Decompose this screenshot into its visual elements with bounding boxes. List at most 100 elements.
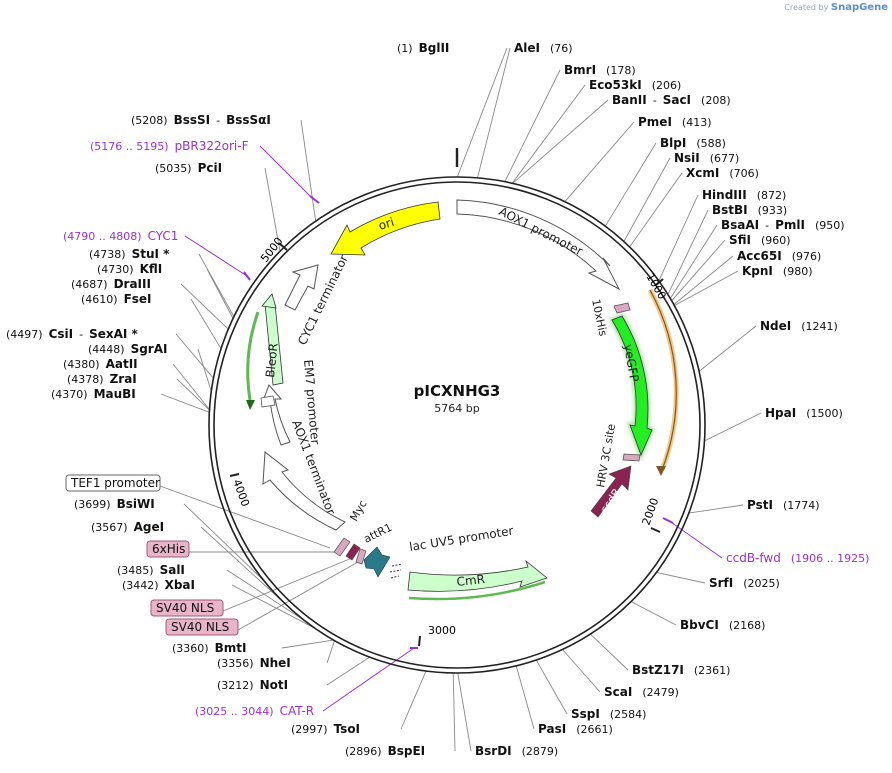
site-label-tsoi: (2997)TsoI (291, 722, 360, 736)
site-leader-bsaai (669, 224, 718, 299)
site-alei: AleI(76) (514, 41, 573, 55)
site-leader-kfli (206, 268, 234, 319)
site-leader-alei (477, 47, 511, 179)
site-name: BglII (419, 41, 450, 55)
site-position: (4380) (63, 358, 100, 371)
site-leader-tsoi (400, 670, 427, 730)
site-psti: PstI(1774) (747, 498, 820, 512)
credit-prefix: Created by (784, 3, 829, 12)
tick-label-2000: 2000 (640, 496, 662, 527)
site-label-draiii: (4687)DraIII (71, 277, 151, 291)
site-name: TsoI (334, 722, 360, 736)
site-label-bmri: BmrI(178) (564, 63, 636, 77)
site-name: SspI (571, 707, 600, 721)
site-agei: (3567)AgeI (91, 520, 164, 534)
site-position: (4448) (88, 343, 125, 356)
site-label-fsei: (4610)FseI (81, 292, 152, 306)
boxed-feature-text: SV40 NLS (171, 620, 229, 634)
primer-label-pbr322ori-f: (5176 .. 5195)pBR322ori-F (90, 139, 249, 153)
ccdb-label: ccdB (598, 486, 624, 515)
site-label-pcii: (5035)PciI (155, 161, 222, 175)
site-bmri: BmrI(178) (564, 63, 636, 77)
site-sfii: SfiI(960) (729, 233, 791, 247)
bleor-end-box (260, 395, 276, 408)
site-acc65i: Acc65I(976) (737, 249, 821, 263)
yegfp-arrow (611, 315, 653, 457)
site-bsiwi: (3699)BsiWI (74, 497, 155, 511)
site-leader-bmri (504, 69, 561, 182)
site-position: (2584) (610, 708, 647, 721)
site-label-bsssi: (5208)BssSI-BssSαI (131, 113, 271, 127)
site-nhei: (3356)NheI (217, 656, 291, 670)
site-bsaai: BsaAI-PmlI(950) (721, 218, 845, 232)
site-position: (4497) (6, 328, 43, 341)
site-name: SrfI (709, 576, 733, 590)
orange-arrow-head (656, 466, 666, 476)
site-hpai: HpaI(1500) (765, 406, 843, 420)
attr1-tag-mark (345, 543, 361, 561)
site-label-agei: (3567)AgeI (91, 520, 164, 534)
bleor-arrow-head (261, 293, 277, 309)
site-position: (2879) (522, 745, 559, 758)
site-label-csii: (4497)CsiI-SexAI * (6, 327, 139, 341)
site-position: (677) (710, 152, 740, 165)
site-name: BmtI (215, 641, 247, 655)
lac-uv5-promoter-label: lac UV5 promoter (408, 524, 514, 554)
site-label-banii: BanII-SacI(208) (612, 93, 731, 107)
myc-label: Myc (347, 498, 369, 524)
site-label-bsaai: BsaAI-PmlI(950) (721, 218, 845, 232)
site-position: (2661) (576, 723, 613, 736)
site-leader-nhei (326, 640, 335, 664)
site-position: (2896) (345, 745, 382, 758)
site-aatii: (4380)AatII (63, 357, 138, 371)
site-leader-sgrai (197, 348, 212, 392)
site-leader-bstbi (667, 209, 709, 295)
site-position: (3485) (117, 564, 154, 577)
site-position: (872) (757, 189, 787, 202)
aox1-terminator-arrow (262, 451, 346, 531)
site-name-separator: - (653, 94, 657, 107)
site-position: (3360) (172, 642, 209, 655)
site-bsssi: (5208)BssSI-BssSαI (131, 113, 271, 127)
site-name: AgeI (134, 520, 164, 534)
site-name: NsiI (674, 151, 700, 165)
site-xcmi: XcmI(706) (686, 166, 759, 180)
site-position: (76) (550, 42, 573, 55)
site-position: (933) (758, 204, 788, 217)
site-name: SexAI * (89, 327, 138, 341)
site-name: NheI (260, 656, 291, 670)
site-sali: (3485)SalI (117, 563, 185, 577)
site-label-xcmi: XcmI(706) (686, 166, 759, 180)
boxed-feature-sv40-nls: SV40 NLS (150, 599, 224, 617)
myc-tag-mark (333, 537, 351, 557)
site-name: BmrI (564, 63, 596, 77)
site-name: DraIII (114, 277, 151, 291)
site-name: HpaI (765, 406, 796, 420)
site-label-nhei: (3356)NheI (217, 656, 291, 670)
cyc1-terminator-label: CYC1 terminator (295, 253, 351, 348)
primer-range: (5176 .. 5195) (90, 140, 169, 153)
tick-label-4000: 4000 (230, 478, 252, 509)
site-position: (4370) (51, 388, 88, 401)
site-leader-pcii (264, 167, 281, 252)
boxed-feature-text: TEF1 promoter (70, 476, 160, 490)
site-name: PmeI (638, 115, 672, 129)
cyc1-terminator-arrow (284, 264, 319, 311)
site-blpi: BlpI(588) (660, 136, 726, 150)
site-leader-fsei (190, 298, 222, 349)
snapgene-credit: Created by SnapGene (784, 2, 888, 13)
site-pasi: PasI(2661) (538, 722, 613, 736)
cmr-arrow (407, 559, 548, 592)
site-position: (3212) (217, 679, 254, 692)
tick-mark-5000 (278, 242, 288, 251)
site-position: (1241) (801, 320, 838, 333)
site-label-kpni: KpnI(980) (742, 264, 813, 278)
aox1-promoter-label: AOX1 promoter (497, 204, 585, 258)
site-pmei: PmeI(413) (638, 115, 712, 129)
site-position: (208) (701, 94, 731, 107)
primer-name: ccdB-fwd (726, 551, 781, 565)
boxed-leader-sv40-nls (222, 557, 353, 612)
site-label-bbvci: BbvCI(2168) (680, 618, 765, 632)
site-position: (4610) (81, 293, 118, 306)
tick-mark-2000 (650, 527, 661, 533)
